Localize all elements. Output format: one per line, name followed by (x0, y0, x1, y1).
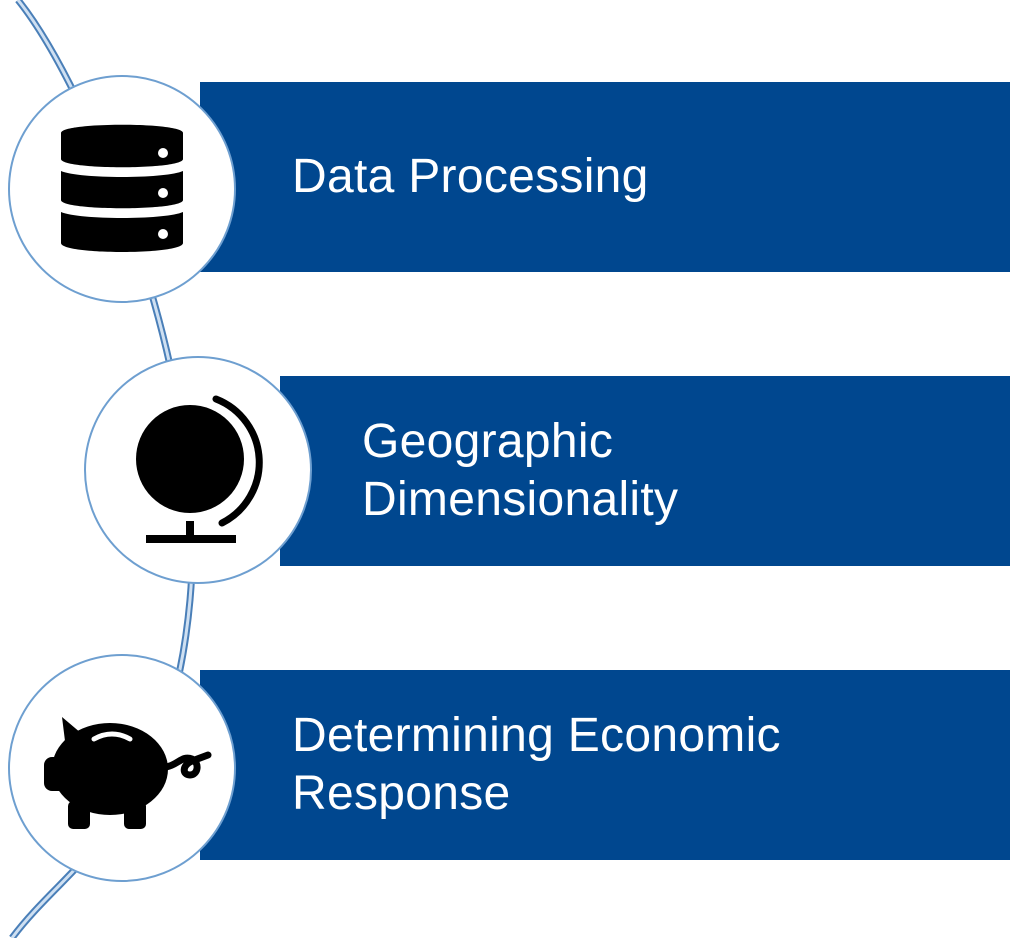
piggy-bank-icon (32, 703, 212, 833)
step-label: Determining Economic Response (292, 709, 781, 820)
step-data-processing: Data Processing (200, 82, 1010, 272)
database-icon (59, 123, 185, 255)
step-icon-circle (84, 356, 312, 584)
step-icon-circle (8, 75, 236, 303)
step-determining-economic-response: Determining Economic Response (200, 670, 1010, 860)
globe-icon (128, 395, 268, 545)
step-geographic-dimensionality: Geographic Dimensionality (280, 376, 1010, 566)
step-label: Geographic Dimensionality (362, 415, 679, 526)
step-label: Data Processing (292, 150, 649, 204)
step-icon-circle (8, 654, 236, 882)
